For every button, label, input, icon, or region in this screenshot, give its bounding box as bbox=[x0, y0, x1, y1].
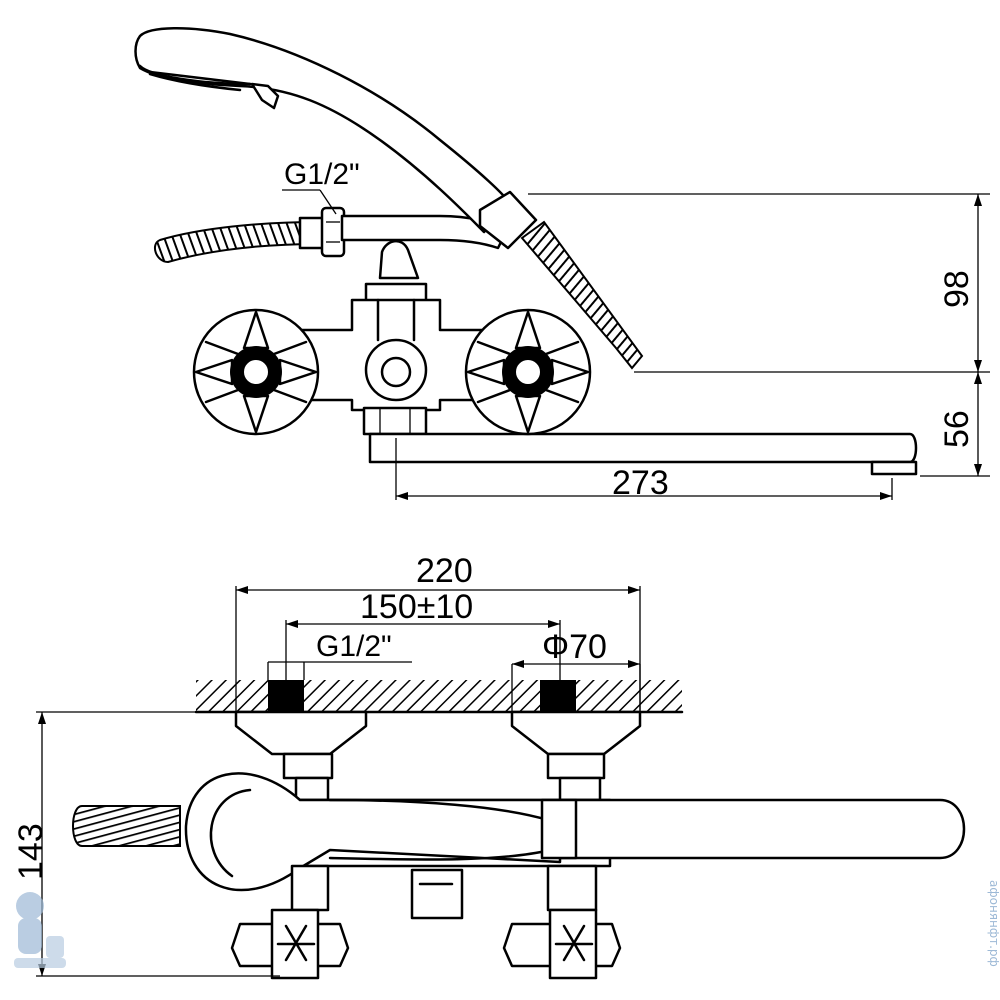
flange-diameter-callout: Φ70 bbox=[511, 628, 641, 712]
plan-height-dimension: 143 bbox=[12, 711, 280, 977]
height-upper-label: 98 bbox=[938, 270, 976, 308]
plan-body bbox=[184, 772, 562, 892]
shower-hose-left bbox=[153, 220, 321, 264]
left-flange bbox=[234, 710, 368, 756]
top-thread-label: G1/2" bbox=[284, 158, 360, 191]
shower-head-nozzle bbox=[250, 82, 280, 110]
plan-hose bbox=[72, 805, 181, 847]
watermark-text: афонянфт.рф bbox=[987, 880, 1000, 967]
right-flange bbox=[510, 710, 642, 756]
plan-diverter bbox=[410, 868, 464, 920]
shower-hose-right bbox=[520, 220, 644, 370]
spout-nut bbox=[362, 406, 428, 436]
height-lower-label: 56 bbox=[938, 410, 976, 448]
aerator bbox=[870, 460, 918, 476]
spout bbox=[368, 432, 918, 464]
left-handle bbox=[192, 308, 320, 436]
overall-width-label: 220 bbox=[416, 552, 473, 590]
plan-thread-callout: G1/2" bbox=[267, 630, 412, 680]
right-handle bbox=[464, 308, 592, 436]
shower-handle-ferrule bbox=[478, 190, 538, 250]
front-view: G1/2" 98 56 273 bbox=[134, 27, 990, 502]
spout-length-label: 273 bbox=[612, 464, 669, 502]
inlet-spacing-label: 150±10 bbox=[360, 588, 473, 626]
shower-head bbox=[134, 27, 512, 234]
flange-diameter-label: Φ70 bbox=[542, 628, 607, 666]
top-thread-callout: G1/2" bbox=[282, 158, 360, 215]
plan-right-handle bbox=[502, 908, 622, 980]
plan-view: 220 150±10 G1/2" Φ70 bbox=[12, 552, 966, 980]
inlet-spacing-dimension: 150±10 bbox=[285, 588, 561, 680]
height-dimensions: 98 56 bbox=[528, 193, 990, 477]
spout-length-dimension: 273 bbox=[395, 438, 893, 502]
plan-height-label: 143 bbox=[12, 823, 50, 880]
hose-connector bbox=[298, 206, 346, 258]
plan-left-handle bbox=[230, 908, 350, 980]
plan-spout bbox=[558, 798, 966, 860]
plan-thread-label: G1/2" bbox=[316, 630, 392, 663]
diverter-knob bbox=[378, 240, 420, 280]
watermark-logo bbox=[14, 892, 66, 968]
